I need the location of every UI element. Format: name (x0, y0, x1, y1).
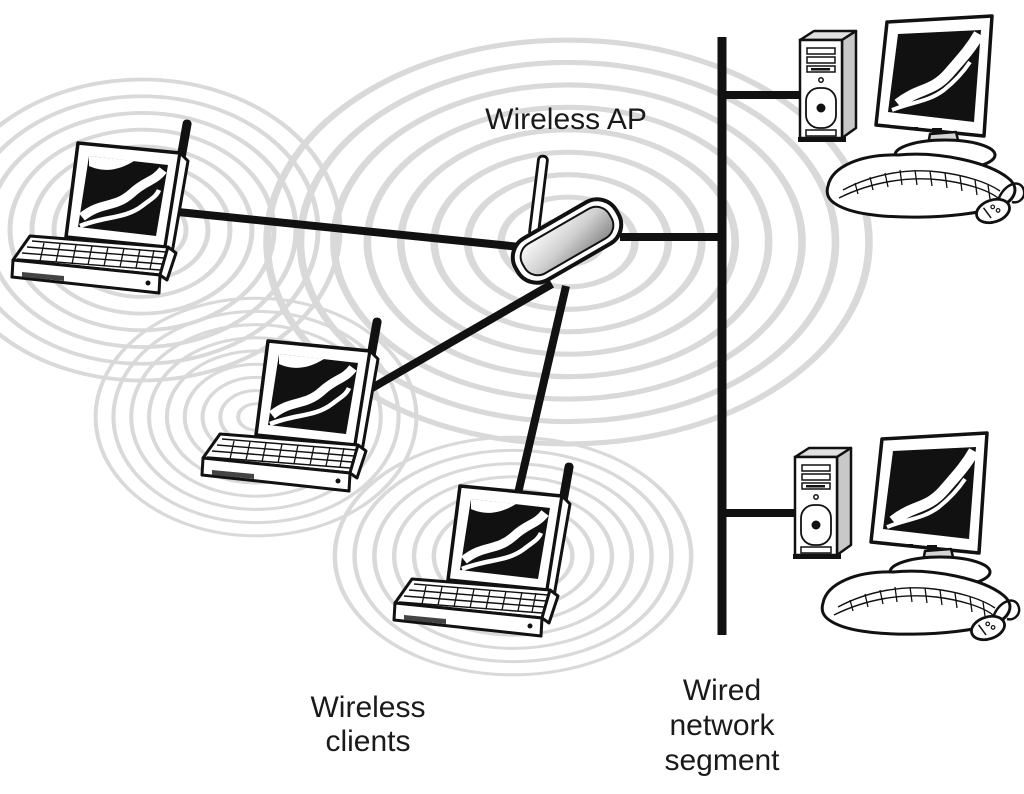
wireless-access-point (510, 154, 624, 285)
wired-bus (717, 37, 812, 635)
label-wired-line3: segment (664, 744, 780, 777)
label-wired-line2: network (669, 709, 775, 742)
link-laptop1-ap (177, 208, 541, 253)
label-wired-line1: Wired (683, 674, 761, 707)
desktop-computer-2 (793, 433, 1019, 644)
link-laptop2-ap (369, 280, 555, 392)
ap-top-face (519, 205, 615, 277)
label-wired-network-segment: Wired network segment (664, 674, 780, 777)
connection-lines (177, 208, 726, 503)
label-wireless-clients: Wireless clients (310, 691, 425, 758)
link-laptop3-ap (512, 285, 570, 503)
desktop-computer-1 (798, 16, 1024, 227)
label-wireless-clients-line1: Wireless (310, 691, 425, 724)
label-wireless-ap: Wireless AP (485, 103, 647, 136)
label-wireless-clients-line2: clients (325, 725, 410, 758)
